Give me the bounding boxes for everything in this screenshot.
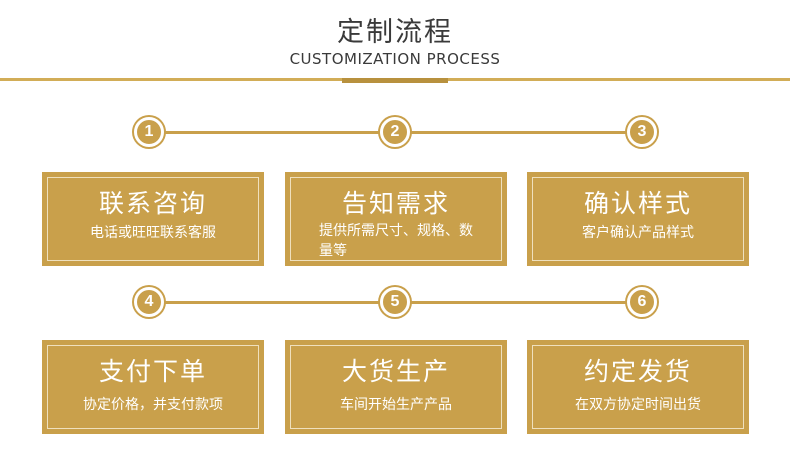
step-number-badge: 3 — [627, 117, 657, 147]
page-title: 定制流程 — [337, 17, 453, 48]
step-number-badge: 6 — [627, 287, 657, 317]
step-card: 告知需求 提供所需尺寸、规格、数量等 — [285, 172, 507, 266]
step-description: 客户确认产品样式 — [582, 225, 694, 241]
step-card: 约定发货 在双方协定时间出货 — [527, 340, 749, 434]
step-description: 车间开始生产产品 — [340, 397, 452, 413]
step-description: 协定价格，并支付款项 — [83, 397, 223, 413]
step-title: 大货生产 — [341, 357, 450, 386]
header-divider-accent — [342, 78, 448, 83]
page-subtitle: CUSTOMIZATION PROCESS — [289, 50, 501, 68]
step-description: 提供所需尺寸、规格、数量等 — [319, 223, 473, 259]
step-description: 电话或旺旺联系客服 — [90, 225, 216, 241]
step-card: 确认样式 客户确认产品样式 — [527, 172, 749, 266]
step-title: 告知需求 — [341, 189, 450, 218]
step-number-badge: 2 — [380, 117, 410, 147]
step-card: 支付下单 协定价格，并支付款项 — [42, 340, 264, 434]
step-card: 大货生产 车间开始生产产品 — [285, 340, 507, 434]
step-title: 约定发货 — [583, 357, 692, 386]
step-number-badge: 4 — [134, 287, 164, 317]
step-number-badge: 5 — [380, 287, 410, 317]
step-title: 确认样式 — [583, 189, 692, 218]
step-title: 支付下单 — [98, 357, 207, 386]
step-card: 联系咨询 电话或旺旺联系客服 — [42, 172, 264, 266]
step-title: 联系咨询 — [98, 189, 207, 218]
step-number-badge: 1 — [134, 117, 164, 147]
step-description: 在双方协定时间出货 — [575, 397, 701, 413]
